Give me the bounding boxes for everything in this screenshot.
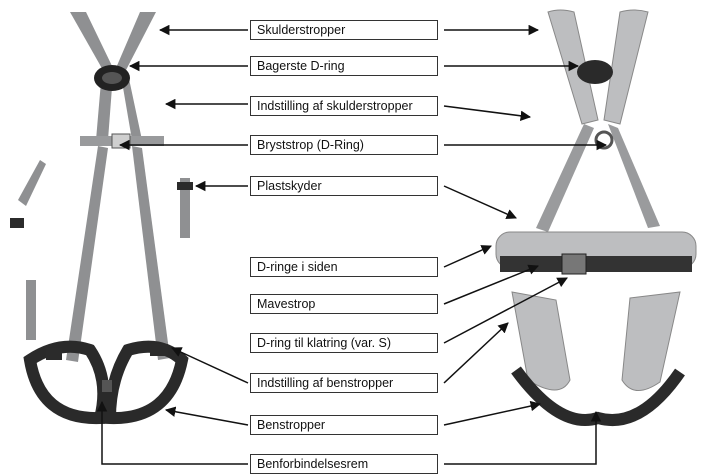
label-d-ring-til-klatring: D-ring til klatring (var. S) <box>250 333 438 353</box>
arrow-plastic-slider-right <box>444 186 516 218</box>
label-d-ringe-i-siden: D-ringe i siden <box>250 257 438 277</box>
label-indstilling-benstropper: Indstilling af benstropper <box>250 373 438 393</box>
label-bagerste-d-ring: Bagerste D-ring <box>250 56 438 76</box>
arrow-side-dring <box>444 246 491 267</box>
arrow-shoulder-adjust-right <box>444 106 530 117</box>
label-mavestrop: Mavestrop <box>250 294 438 314</box>
label-benforbindelsesrem: Benforbindelsesrem <box>250 454 438 474</box>
label-plastskyder: Plastskyder <box>250 176 438 196</box>
arrow-leg-straps-left <box>166 410 248 425</box>
label-indstilling-skulderstropper: Indstilling af skulderstropper <box>250 96 438 116</box>
harness-back-view <box>10 12 193 418</box>
arrow-leg-straps-right <box>444 404 540 425</box>
label-bryststrop: Bryststrop (D-Ring) <box>250 135 438 155</box>
arrow-leg-adjust-right <box>444 323 508 383</box>
harness-front-view <box>496 10 696 420</box>
label-benstropper: Benstropper <box>250 415 438 435</box>
label-skulderstropper: Skulderstropper <box>250 20 438 40</box>
